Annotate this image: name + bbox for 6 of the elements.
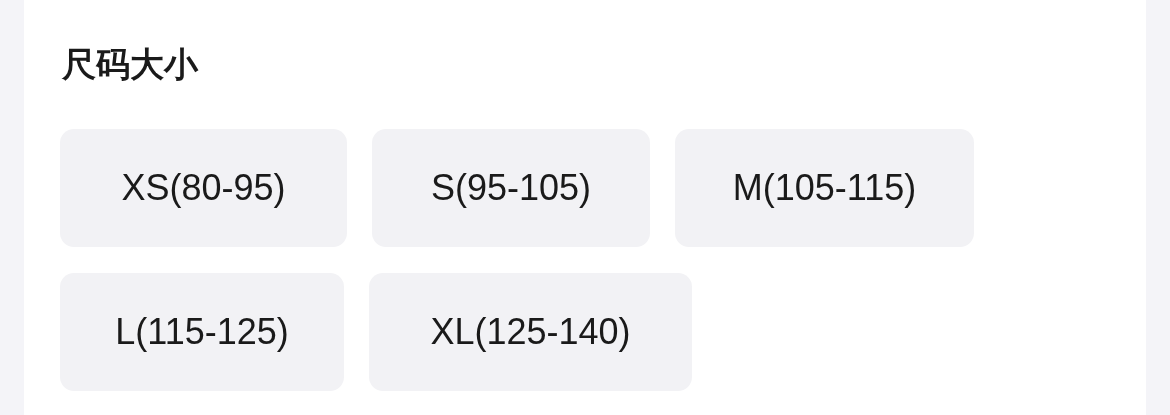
size-option: L(115-125) — [60, 273, 344, 391]
size-option: XL(125-140) — [369, 273, 692, 391]
size-option: S(95-105) — [372, 129, 650, 247]
size-option: XS(80-95) — [60, 129, 347, 247]
size-option: M(105-115) — [675, 129, 974, 247]
section-title: 尺码大小 — [62, 44, 198, 85]
